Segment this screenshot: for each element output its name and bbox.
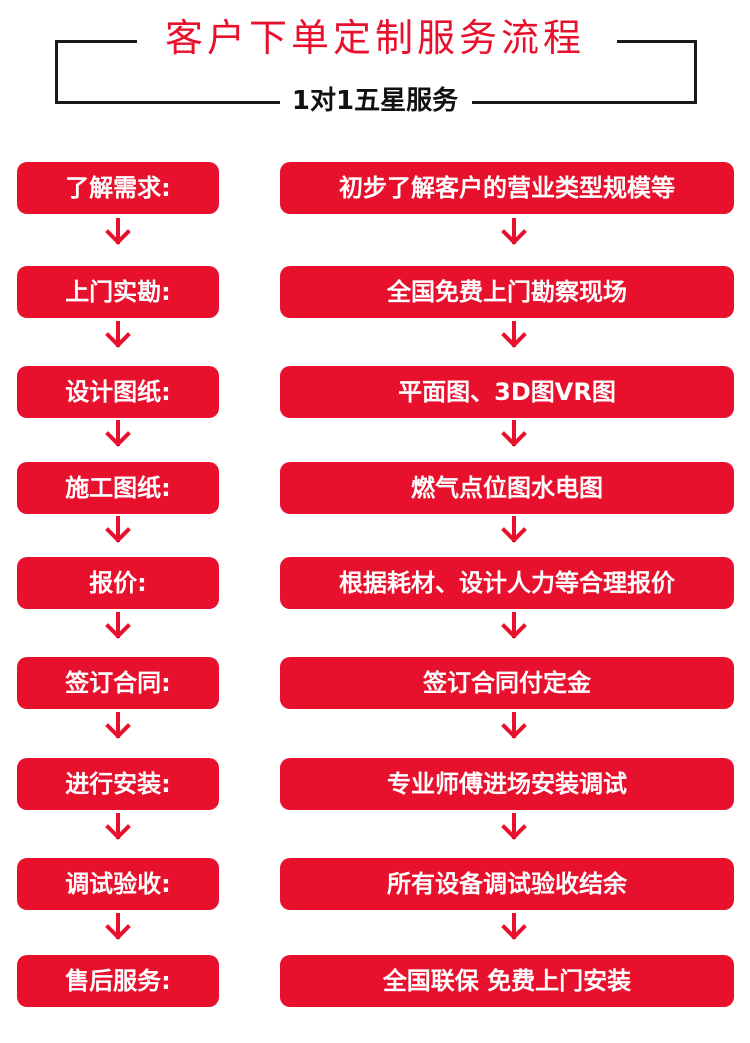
down-arrow-icon	[501, 321, 527, 349]
flow-step-2: 上门实勘: 全国免费上门勘察现场	[0, 266, 750, 318]
step-name-label: 设计图纸:	[17, 366, 219, 418]
step-name-label: 进行安装:	[17, 758, 219, 810]
down-arrow-icon	[105, 420, 131, 448]
down-arrow-icon	[105, 913, 131, 941]
frame-left-side	[55, 40, 58, 104]
flow-step-6: 签订合同: 签订合同付定金	[0, 657, 750, 709]
step-detail-label: 平面图、3D图VR图	[280, 366, 734, 418]
step-name-label: 售后服务:	[17, 955, 219, 1007]
step-detail-label: 燃气点位图水电图	[280, 462, 734, 514]
step-detail-label: 所有设备调试验收结余	[280, 858, 734, 910]
flow-step-9: 售后服务: 全国联保 免费上门安装	[0, 955, 750, 1007]
step-name-label: 报价:	[17, 557, 219, 609]
step-name-label: 调试验收:	[17, 858, 219, 910]
frame-bottom-left-line	[55, 101, 280, 104]
step-detail-label: 全国免费上门勘察现场	[280, 266, 734, 318]
step-name-label: 施工图纸:	[17, 462, 219, 514]
down-arrow-icon	[501, 612, 527, 640]
step-detail-label: 专业师傅进场安装调试	[280, 758, 734, 810]
flow-step-7: 进行安装: 专业师傅进场安装调试	[0, 758, 750, 810]
step-name-label: 上门实勘:	[17, 266, 219, 318]
down-arrow-icon	[105, 516, 131, 544]
down-arrow-icon	[105, 612, 131, 640]
down-arrow-icon	[105, 218, 131, 246]
flow-step-3: 设计图纸: 平面图、3D图VR图	[0, 366, 750, 418]
frame-top-right-line	[617, 40, 697, 43]
down-arrow-icon	[501, 516, 527, 544]
step-detail-label: 全国联保 免费上门安装	[280, 955, 734, 1007]
down-arrow-icon	[105, 813, 131, 841]
down-arrow-icon	[501, 712, 527, 740]
frame-right-side	[694, 40, 697, 104]
flow-step-4: 施工图纸: 燃气点位图水电图	[0, 462, 750, 514]
step-detail-label: 初步了解客户的营业类型规模等	[280, 162, 734, 214]
down-arrow-icon	[501, 913, 527, 941]
down-arrow-icon	[105, 712, 131, 740]
down-arrow-icon	[501, 218, 527, 246]
flow-step-5: 报价: 根据耗材、设计人力等合理报价	[0, 557, 750, 609]
down-arrow-icon	[501, 420, 527, 448]
flow-step-8: 调试验收: 所有设备调试验收结余	[0, 858, 750, 910]
flow-step-1: 了解需求: 初步了解客户的营业类型规模等	[0, 162, 750, 214]
page-title: 客户下单定制服务流程	[164, 16, 585, 60]
step-detail-label: 根据耗材、设计人力等合理报价	[280, 557, 734, 609]
step-detail-label: 签订合同付定金	[280, 657, 734, 709]
step-name-label: 了解需求:	[17, 162, 219, 214]
frame-top-left-line	[57, 40, 137, 43]
step-name-label: 签订合同:	[17, 657, 219, 709]
page-subtitle: 1对1五星服务	[291, 86, 459, 116]
header: 客户下单定制服务流程 1对1五星服务	[0, 0, 750, 130]
down-arrow-icon	[105, 321, 131, 349]
frame-bottom-right-line	[472, 101, 697, 104]
down-arrow-icon	[501, 813, 527, 841]
